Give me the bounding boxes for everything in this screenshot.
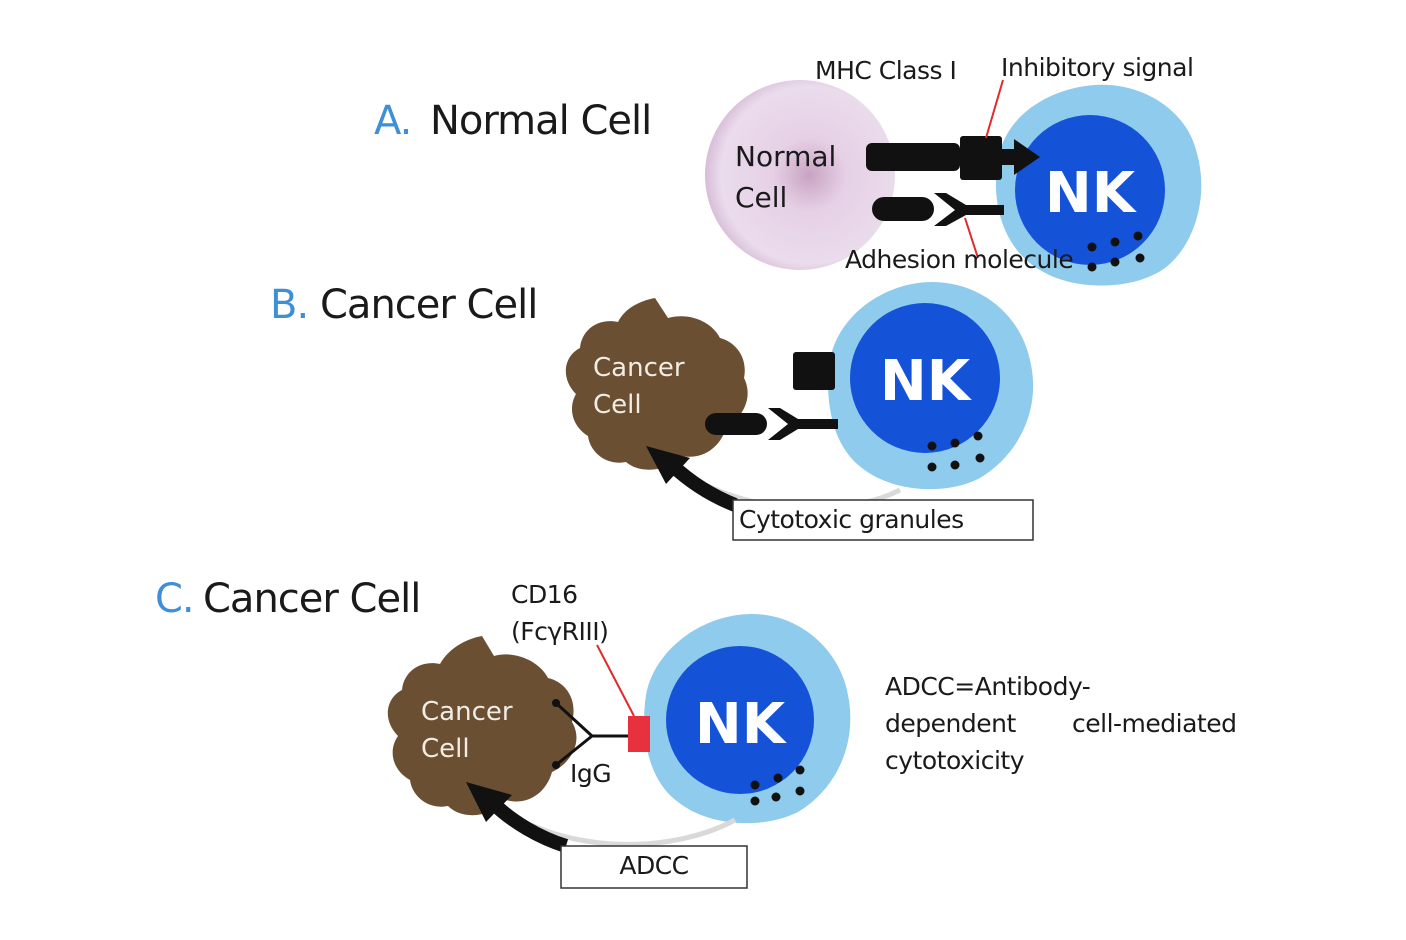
panel-a-letter: A.	[374, 98, 411, 144]
normal-cell	[705, 80, 895, 270]
adhesion-molecule-label: Adhesion molecule	[845, 245, 1073, 274]
mhc-class-i-molecule	[866, 143, 960, 171]
cd16-receptor	[628, 716, 650, 752]
panel-b-title: Cancer Cell	[320, 282, 537, 328]
inhibitory-receptor-unbound	[793, 352, 835, 390]
cytotoxic-arrow-shaft	[667, 459, 738, 512]
cd16-label-line1: CD16	[511, 580, 578, 609]
adcc-definition-line1: ADCC=Antibody-	[885, 672, 1090, 701]
igg-antibody	[552, 699, 630, 769]
panel-a: A. Normal Cell Normal Cell NK MHC Class …	[374, 53, 1202, 286]
mhc-class-i-label: MHC Class I	[815, 56, 956, 85]
adcc-box-label: ADCC	[619, 851, 688, 880]
cd16-pointer-line	[596, 644, 635, 717]
panel-c-letter: C.	[155, 576, 194, 622]
cancer-cell-b	[565, 298, 748, 470]
nk-cell-a-granules	[1087, 231, 1145, 272]
nk-cell-c-nucleus	[666, 646, 814, 794]
cytotoxic-granules-box	[732, 499, 1034, 541]
nk-cell-a-label: NK	[1045, 161, 1138, 226]
adhesion-ligand-b	[705, 413, 767, 435]
adcc-definition-line2b: cell-mediated	[1072, 709, 1236, 738]
inhibitory-receptor	[960, 136, 1002, 180]
cancer-cell-b-label-line1: Cancer	[593, 353, 685, 383]
panel-c-title: Cancer Cell	[203, 576, 420, 622]
nk-cell-c-label: NK	[695, 692, 788, 757]
nk-cell-c-granules	[750, 765, 805, 806]
nk-cell-b-label: NK	[880, 349, 973, 414]
adcc-definition-line2a: dependent	[885, 709, 1016, 738]
cancer-cell-c-label-line2: Cell	[421, 734, 470, 764]
cancer-cell-b-label-line2: Cell	[593, 390, 642, 420]
nk-cell-b-granules	[927, 431, 985, 472]
adhesion-pointer-line	[964, 217, 979, 259]
normal-cell-label-line1: Normal	[735, 140, 836, 173]
panel-a-title: Normal Cell	[430, 98, 651, 144]
inhibitory-signal-arrow-head	[1014, 139, 1040, 175]
nk-cell-b-nucleus	[850, 303, 1000, 453]
inhibitory-signal-label: Inhibitory signal	[1001, 53, 1193, 82]
adhesion-ligand	[872, 197, 934, 221]
adhesion-receptor-b	[768, 408, 838, 440]
cd16-label-line2: (FcγRIII)	[511, 617, 608, 646]
adcc-arrow-head	[466, 782, 512, 822]
cancer-cell-c-label-line1: Cancer	[421, 697, 513, 727]
cytotoxic-arrow-head	[646, 446, 690, 484]
panel-b: B. Cancer Cell Cancer Cell NK Cytotoxic …	[270, 282, 1034, 541]
normal-cell-label-line2: Cell	[735, 181, 787, 214]
cancer-cell-c	[387, 636, 577, 816]
panel-b-letter: B.	[270, 282, 308, 328]
adhesion-receptor	[934, 193, 1004, 226]
cytotoxic-granules-label: Cytotoxic granules	[739, 505, 964, 534]
igg-label: IgG	[570, 759, 611, 788]
adcc-box	[560, 845, 748, 889]
nk-cell-a-nucleus	[1015, 115, 1165, 265]
adcc-arrow-shaft	[487, 796, 569, 853]
inhibitory-signal-arrow-shaft	[1002, 149, 1016, 165]
panel-c: C. Cancer Cell Cancer Cell NK CD16	[155, 576, 1237, 889]
inhibitory-pointer-line	[985, 79, 1004, 139]
adcc-definition-line3: cytotoxicity	[885, 746, 1025, 775]
